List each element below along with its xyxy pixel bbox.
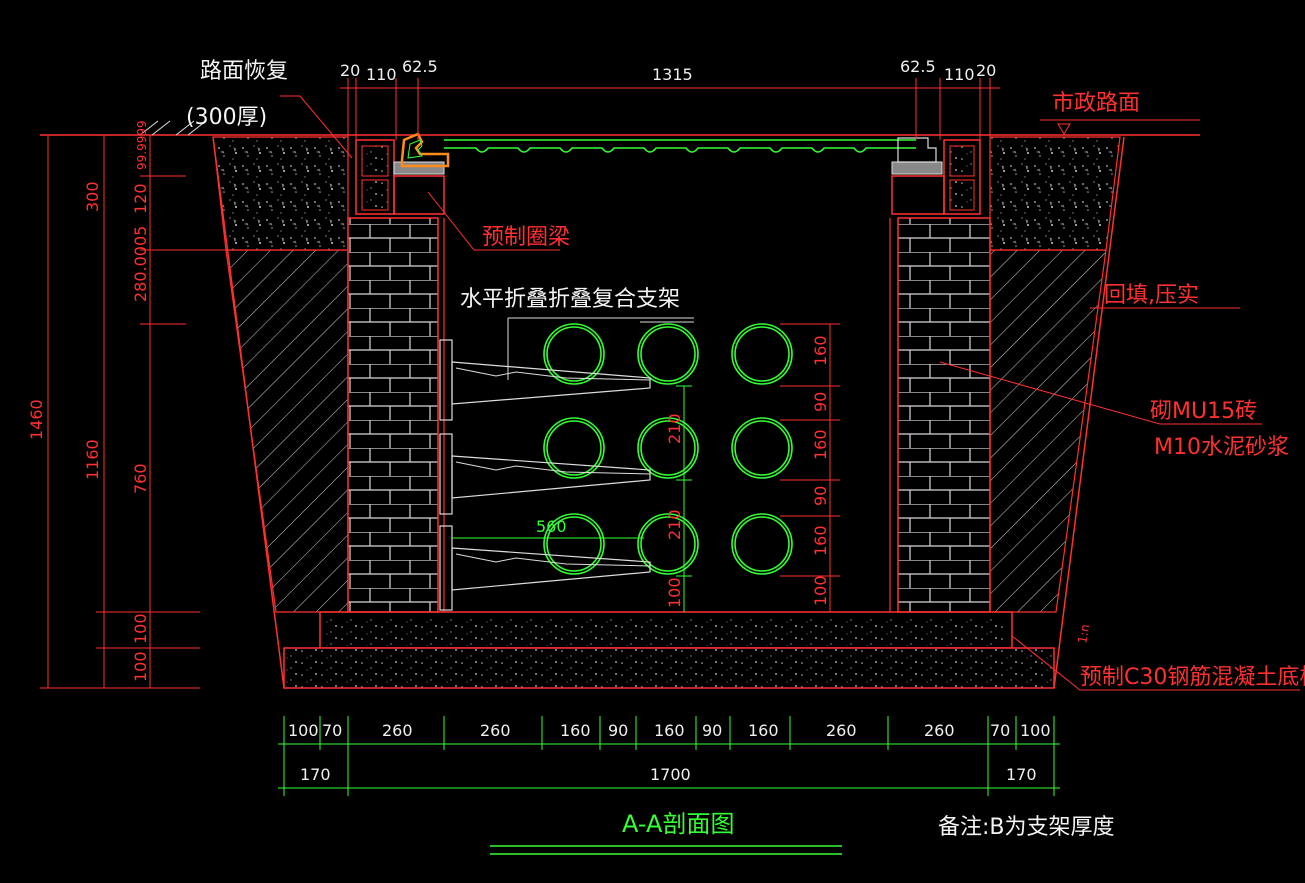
dim-top-20-left: 20 [340,61,360,80]
pipe-r2-c2 [637,417,699,479]
dim-bottom-100-left: 100 [288,721,319,740]
dim-left-100a: 100 [131,613,150,644]
section-title: A-A剖面图 [622,810,734,838]
dim-right-160b: 160 [811,429,830,460]
dim-right-90a: 90 [811,392,830,412]
dim-bottom-170-left: 170 [300,765,331,784]
right-ring-beam [891,139,981,215]
left-road-restore [212,136,349,251]
dim-bottom-260a: 260 [382,721,413,740]
highlighted-edge [400,132,450,168]
pipe-r2-c1 [543,417,605,479]
dim-left-99: 99.9999 [135,120,149,170]
dim-right-100: 100 [811,575,830,606]
pipe-r1-c1 [543,323,605,385]
inner-dim-text: 210 210 100 560 [536,413,684,608]
dim-left-120: 120 [131,183,150,214]
dim-bottom-100-right: 100 [1020,721,1051,740]
dim-top-20-right: 20 [976,61,996,80]
right-dim-text: 160 90 160 90 160 100 [811,335,830,606]
dim-top-110-left: 110 [366,65,397,84]
pipe-r1-c2 [637,323,699,385]
trench-structure [40,120,1200,689]
dim-top-1315: 1315 [652,65,693,84]
label-municipal-road: 市政路面 [1052,91,1140,116]
left-backfill [225,249,349,613]
label-bracket: 水平折叠折叠复合支架 [460,287,680,312]
pipe-r3-c2 [637,513,699,575]
dim-left-300: 300 [83,181,102,212]
bracket-1 [439,339,651,421]
dim-bottom-70-left: 70 [322,721,342,740]
dim-top-110-right: 110 [944,65,975,84]
left-ring-beam [355,139,445,215]
label-slope: 1:n [1075,623,1092,644]
dim-inner-560: 560 [536,517,567,536]
dim-left-760: 760 [131,463,150,494]
dim-right-90b: 90 [811,486,830,506]
dim-right-160c: 160 [811,525,830,556]
pipe-r3-c1 [543,513,605,575]
label-brick-1: 砌MU15砖 [1150,399,1257,424]
label-base-plate: 预制C30钢筋混凝土底板 [1080,665,1305,690]
dim-bottom-260b: 260 [480,721,511,740]
dim-bottom-1700: 1700 [650,765,691,784]
dim-bottom-260d: 260 [924,721,955,740]
dim-right-160a: 160 [811,335,830,366]
pipe-r1-c3 [731,323,793,385]
dim-left-1160: 1160 [83,439,102,480]
label-brick-2: M10水泥砂浆 [1154,435,1289,460]
dim-bottom-160a: 160 [560,721,591,740]
right-backfill [989,249,1107,613]
bracket-group [439,339,651,611]
pipe-r3-c3 [731,513,793,575]
label-road-restore: 路面恢复 [200,59,288,84]
top-dim-text: 20 110 62.5 1315 62.5 110 20 [340,57,996,84]
dim-top-62-right: 62.5 [900,57,936,76]
dimension-lines [40,78,1300,855]
dim-left-1460: 1460 [27,399,46,440]
right-road-restore [989,136,1121,251]
dim-left-100b: 100 [131,651,150,682]
bracket-3 [439,525,651,611]
pipe-r2-c3 [731,417,793,479]
left-brick-wall [347,217,439,613]
note: 备注:B为支架厚度 [938,815,1115,840]
label-road-restore-thickness: (300厚) [186,105,267,130]
label-ring-beam: 预制圈梁 [482,225,570,250]
cover-plate [400,132,937,168]
dim-bottom-260c: 260 [826,721,857,740]
dim-bottom-170-right: 170 [1006,765,1037,784]
dim-inner-100: 100 [665,577,684,608]
dim-left-280: 280.0005 [131,226,150,302]
right-brick-wall [897,217,991,613]
dim-bottom-160b: 160 [654,721,685,740]
pipe-group [543,323,793,575]
dim-bottom-70-right: 70 [990,721,1010,740]
text-labels: 路面恢复 (300厚) 市政路面 预制圈梁 水平折叠折叠复合支架 回填,压实 砌… [186,59,1305,840]
dim-inner-210a: 210 [665,413,684,444]
bottom-dim-text: 100 70 260 260 160 90 160 90 160 260 260… [288,721,1051,784]
dim-bottom-90a: 90 [608,721,628,740]
dim-top-62-left: 62.5 [402,57,438,76]
label-backfill: 回填,压实 [1104,283,1199,308]
base-plate-bottom [283,647,1055,689]
dim-inner-210b: 210 [665,509,684,540]
dim-bottom-160c: 160 [748,721,779,740]
dim-bottom-90b: 90 [702,721,722,740]
bracket-2 [439,433,651,515]
left-dim-text: 1460 1160 300 120 99.9999 280.0005 760 1… [27,120,150,682]
